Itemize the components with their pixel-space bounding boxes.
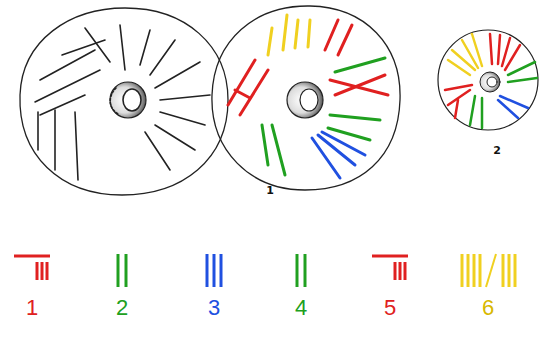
sign-number: 1	[26, 297, 38, 319]
whorl-coloured	[212, 6, 400, 190]
sign-number: 6	[482, 297, 494, 319]
whorl-sketch	[20, 8, 228, 195]
whorl-small	[438, 30, 538, 130]
sign-key	[14, 254, 515, 287]
sign-number: 5	[384, 297, 396, 319]
sign-number: 2	[116, 297, 128, 319]
figure-number: 1	[266, 185, 274, 196]
sign-number: 4	[295, 297, 307, 319]
sign-number: 3	[208, 297, 220, 319]
figure-number: 2	[493, 145, 501, 156]
